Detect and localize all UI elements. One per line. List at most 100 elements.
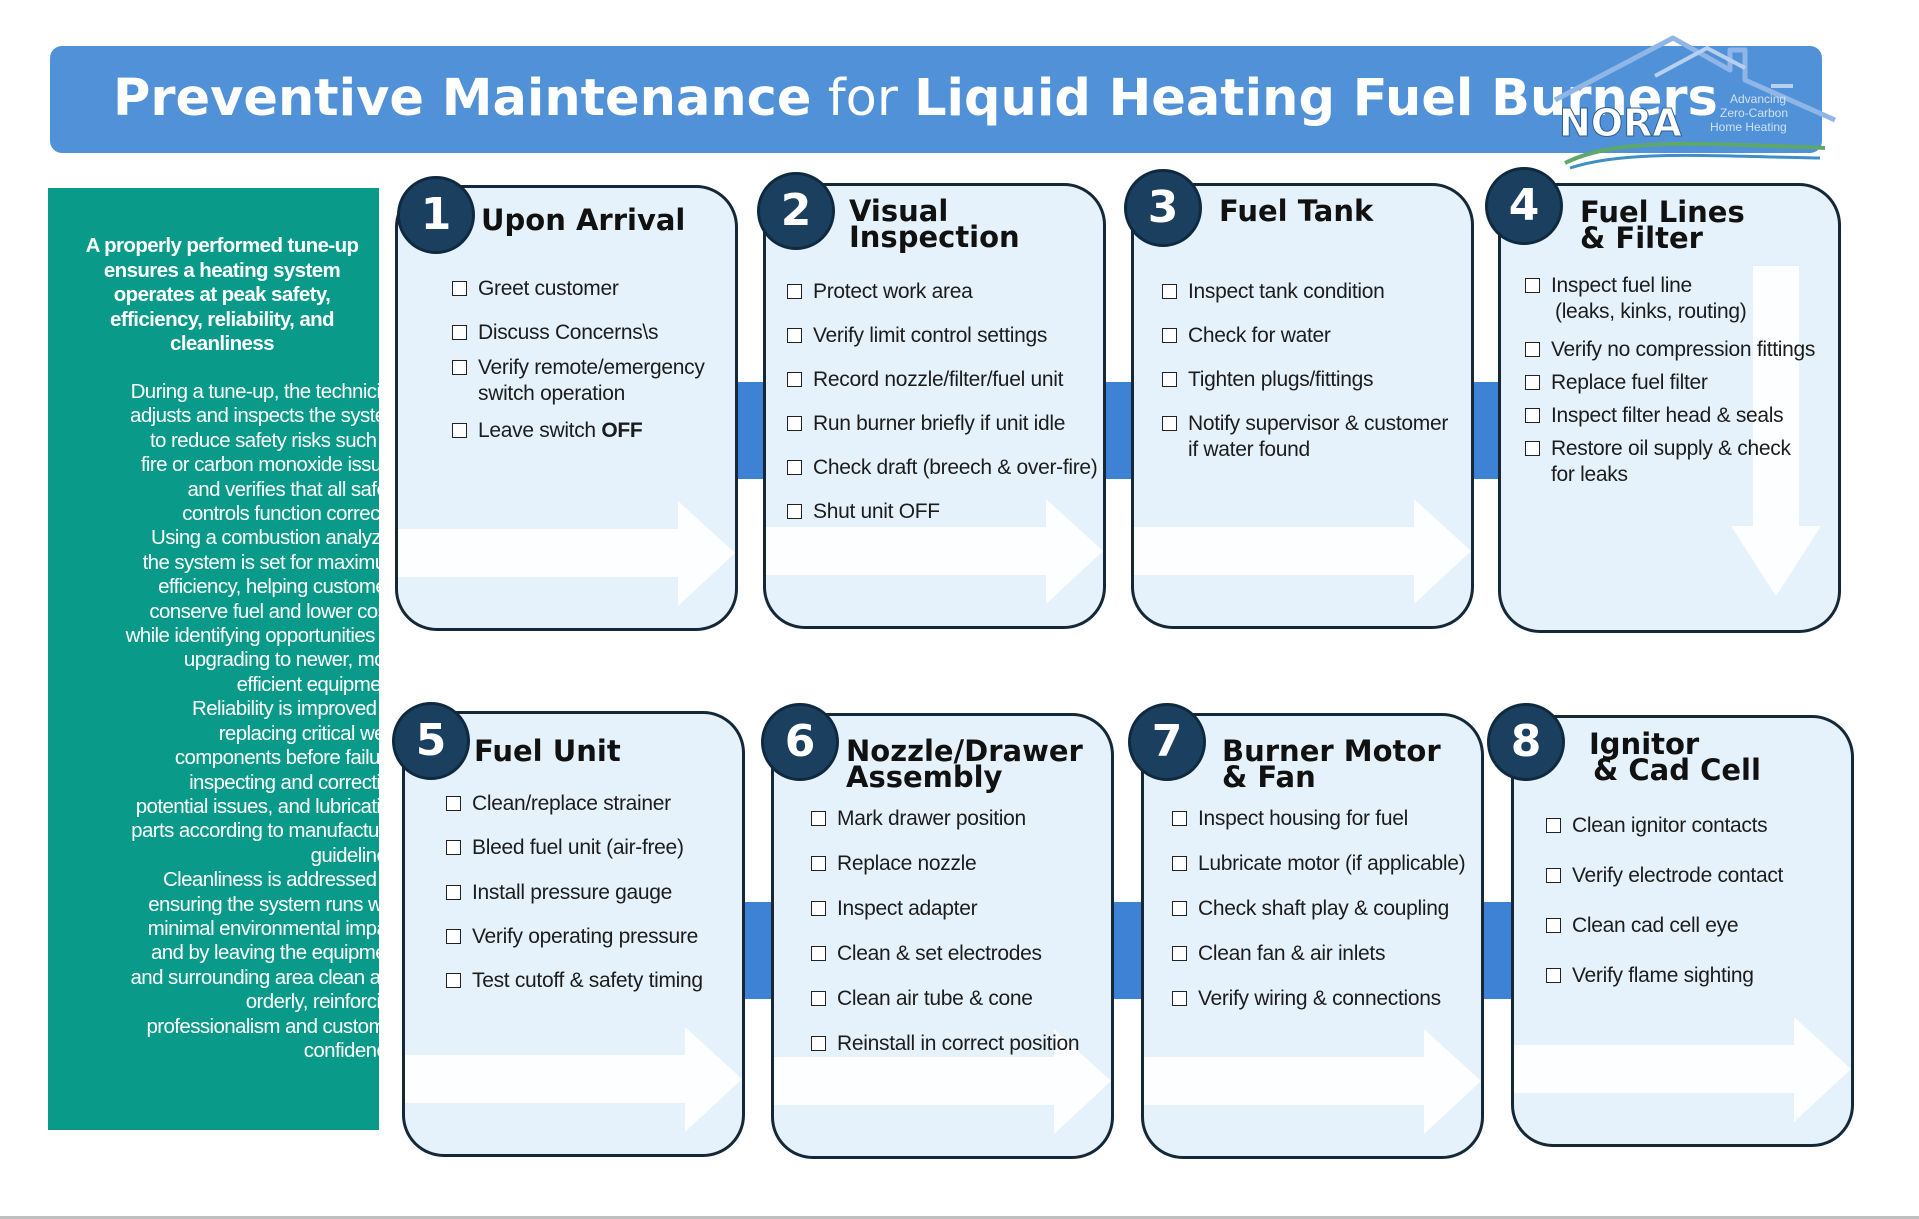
checkbox-icon[interactable] bbox=[1525, 408, 1540, 423]
step-title-line: Upon Arrival bbox=[481, 203, 686, 237]
checklist-item-label: Inspect adapter bbox=[837, 897, 978, 920]
checkbox-icon[interactable] bbox=[1162, 372, 1177, 387]
checkbox-icon[interactable] bbox=[811, 991, 826, 1006]
checklist-item-label: Mark drawer position bbox=[837, 807, 1026, 830]
checklist-item-label: Check for water bbox=[1188, 324, 1331, 347]
checkbox-icon[interactable] bbox=[1172, 811, 1187, 826]
checklist-item-label: Clean ignitor contacts bbox=[1572, 814, 1768, 837]
checkbox-icon[interactable] bbox=[446, 929, 461, 944]
checkbox-icon[interactable] bbox=[446, 885, 461, 900]
sidebar-body-line: Cleanliness is addressed by bbox=[162, 868, 403, 892]
checkbox-icon[interactable] bbox=[787, 328, 802, 343]
checkbox-icon[interactable] bbox=[452, 325, 467, 340]
checklist-item-label: Clean air tube & cone bbox=[837, 987, 1033, 1010]
checkbox-icon[interactable] bbox=[787, 504, 802, 519]
checklist-item-label: Clean fan & air inlets bbox=[1198, 942, 1386, 965]
checklist-item-label: Shut unit OFF bbox=[813, 500, 940, 523]
checkbox-icon[interactable] bbox=[452, 360, 467, 375]
step-card-2 bbox=[763, 183, 1106, 629]
checklist-item-label: Verify electrode contact bbox=[1572, 864, 1784, 887]
step-number-badge: 4 bbox=[1485, 167, 1563, 245]
sidebar-body-line: fire or carbon monoxide issues bbox=[140, 453, 403, 477]
checkbox-icon[interactable] bbox=[452, 281, 467, 296]
checklist-item-label: Greet customer bbox=[478, 277, 619, 300]
step-number-badge: 8 bbox=[1487, 703, 1565, 781]
checkbox-icon[interactable] bbox=[446, 973, 461, 988]
checklist-item: Shut unit OFF bbox=[787, 499, 940, 525]
checklist-item: Protect work area bbox=[787, 279, 973, 305]
checkbox-icon[interactable] bbox=[1546, 918, 1561, 933]
sidebar-body-line: replacing critical wear bbox=[218, 721, 403, 745]
sidebar-body-line: the system is set for maximum bbox=[142, 550, 403, 574]
checkbox-icon[interactable] bbox=[1546, 968, 1561, 983]
arrow-right-icon bbox=[1144, 1029, 1481, 1134]
sidebar-body-line: Reliability is improved by bbox=[192, 697, 403, 721]
checkbox-icon[interactable] bbox=[787, 460, 802, 475]
checkbox-icon[interactable] bbox=[811, 1036, 826, 1051]
checklist-item: Replace fuel filter bbox=[1525, 370, 1708, 396]
arrow-right-icon bbox=[774, 1029, 1111, 1134]
checklist-item-continuation: (leaks, kinks, routing) bbox=[1555, 300, 1747, 323]
checkbox-icon[interactable] bbox=[787, 284, 802, 299]
checkbox-icon[interactable] bbox=[1172, 946, 1187, 961]
intro-sidebar: A properly performed tune-up ensures a h… bbox=[48, 188, 403, 1130]
checklist-item: Greet customer bbox=[452, 276, 619, 302]
arrow-right-icon bbox=[1514, 1017, 1851, 1122]
checkbox-icon[interactable] bbox=[1172, 856, 1187, 871]
step-title: Burner Motor& Fan bbox=[1222, 734, 1441, 794]
sidebar-body-line: to reduce safety risks such as bbox=[149, 428, 403, 452]
sidebar-body-line: upgrading to newer, more bbox=[183, 648, 403, 672]
checkbox-icon[interactable] bbox=[1525, 375, 1540, 390]
checkbox-icon[interactable] bbox=[1172, 991, 1187, 1006]
step-title-line: & Fan bbox=[1222, 760, 1316, 794]
checkbox-icon[interactable] bbox=[787, 372, 802, 387]
checkbox-icon[interactable] bbox=[1172, 901, 1187, 916]
checklist-item-label: Bleed fuel unit (air-free) bbox=[472, 836, 684, 859]
sidebar-body-line: controls function correctly. bbox=[182, 502, 402, 526]
checkbox-icon[interactable] bbox=[1525, 441, 1540, 456]
checkbox-icon[interactable] bbox=[811, 856, 826, 871]
checkbox-icon[interactable] bbox=[811, 946, 826, 961]
arrow-right-icon bbox=[1134, 499, 1471, 604]
checklist-item: Verify wiring & connections bbox=[1172, 986, 1441, 1012]
sidebar-body-line: Using a combustion analyzer, bbox=[151, 526, 403, 550]
connector-2-3 bbox=[1105, 382, 1135, 479]
checklist-item: Discuss Concerns\s bbox=[452, 320, 658, 346]
checkbox-icon[interactable] bbox=[1546, 868, 1561, 883]
step-title-line: Burner Motor bbox=[1222, 734, 1441, 768]
checkbox-icon[interactable] bbox=[1525, 342, 1540, 357]
step-card-8 bbox=[1511, 715, 1854, 1147]
sidebar-body-line: confidence. bbox=[303, 1038, 403, 1062]
arrow-right-icon bbox=[405, 1027, 742, 1132]
bottom-divider bbox=[0, 1216, 1919, 1219]
step-title-line: Fuel Lines bbox=[1580, 195, 1745, 229]
checklist-item-label: Run burner briefly if unit idle bbox=[813, 412, 1066, 435]
step-title-line: Visual bbox=[849, 194, 949, 228]
checklist-item-label: Notify supervisor & customer bbox=[1188, 412, 1449, 435]
checkbox-icon[interactable] bbox=[452, 423, 467, 438]
checkbox-icon[interactable] bbox=[1546, 818, 1561, 833]
checkbox-icon[interactable] bbox=[787, 416, 802, 431]
arrow-right-icon bbox=[398, 501, 735, 606]
checklist-item-label: Inspect fuel line bbox=[1551, 274, 1692, 297]
sidebar-body-line: potential issues, and lubricating bbox=[135, 794, 403, 818]
checklist-item-label: Verify wiring & connections bbox=[1198, 987, 1441, 1010]
checkbox-icon[interactable] bbox=[446, 840, 461, 855]
checkbox-icon[interactable] bbox=[1162, 284, 1177, 299]
checklist-item: Inspect fuel line (leaks, kinks, routing) bbox=[1525, 273, 1747, 325]
step-title: Upon Arrival bbox=[481, 203, 686, 237]
checklist-item-label: Discuss Concerns\s bbox=[478, 321, 659, 344]
checklist-item-label: Leave switch bbox=[478, 419, 602, 442]
checkbox-icon[interactable] bbox=[1162, 328, 1177, 343]
checkbox-icon[interactable] bbox=[811, 901, 826, 916]
step-card-1 bbox=[395, 185, 738, 631]
checkbox-icon[interactable] bbox=[446, 796, 461, 811]
checkbox-icon[interactable] bbox=[1525, 278, 1540, 293]
checklist-item-label: Inspect filter head & seals bbox=[1551, 404, 1784, 427]
checkbox-icon[interactable] bbox=[1162, 416, 1177, 431]
checkbox-icon[interactable] bbox=[811, 811, 826, 826]
checklist-item-label: Reinstall in correct position bbox=[837, 1032, 1080, 1055]
